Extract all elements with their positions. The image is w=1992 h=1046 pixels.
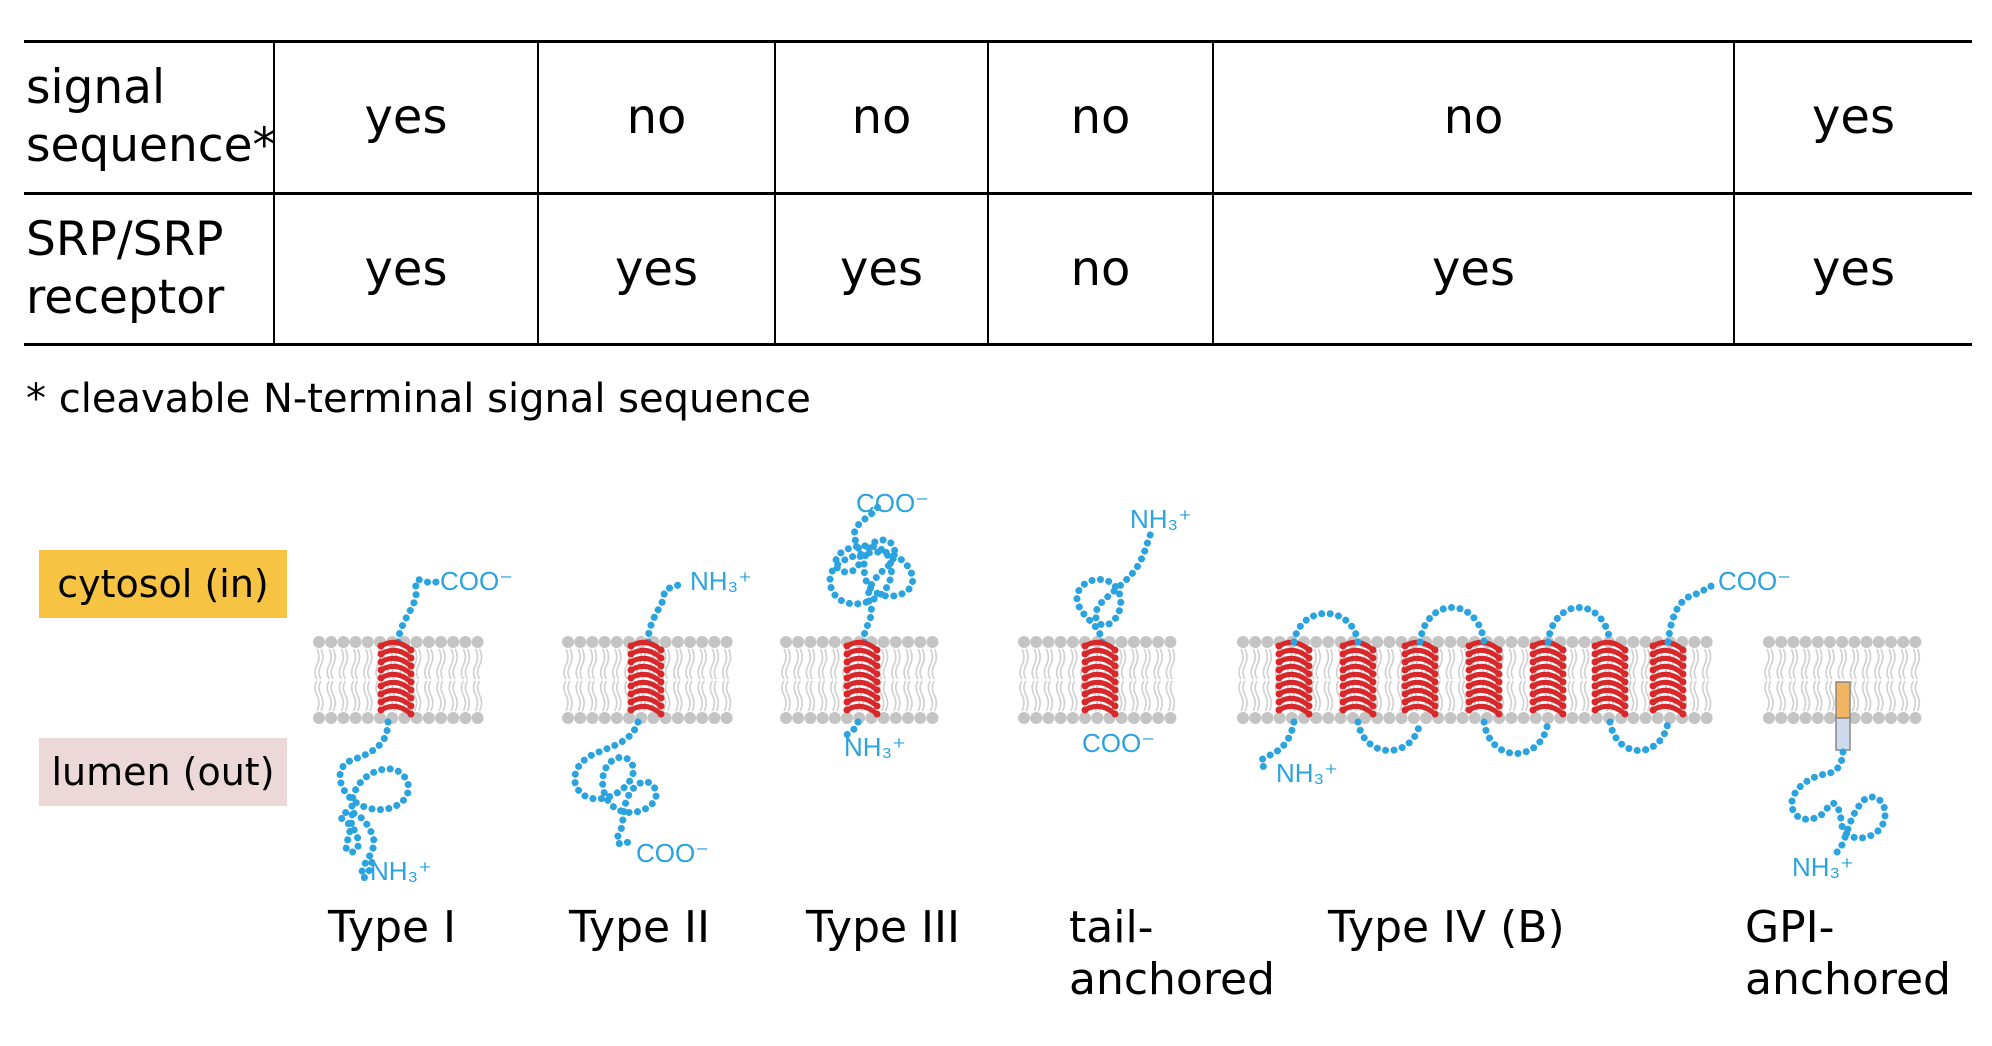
cell-type-i-signal: yes: [273, 41, 538, 193]
chain-type-iv-cyto-tail: [1664, 582, 1716, 646]
terminus-gpi-bottom: NH₃⁺: [1792, 852, 1854, 882]
gpi-anchor-upper: [1835, 681, 1851, 719]
helix-type-iv-2: [1339, 639, 1377, 718]
terminus-tail-anchored-bottom: COO⁻: [1082, 728, 1155, 758]
helix-type-iv-3: [1401, 639, 1439, 718]
chain-type-i-lumen: [336, 718, 412, 882]
label-gpi-anchored: GPI- anchored: [1745, 902, 1951, 1005]
cell-gpi-signal: yes: [1733, 41, 1972, 193]
label-tail-anchored: tail- anchored: [1069, 902, 1275, 1005]
helix-type-iv-5: [1529, 639, 1567, 718]
chain-type-ii-lumen: [571, 718, 660, 848]
terminus-type-i-top: COO⁻: [440, 566, 513, 596]
chain-type-iv-lumen-tail: [1257, 718, 1298, 774]
cell-type-iii-signal: no: [774, 41, 988, 193]
chain-type-i-cyto: [394, 576, 440, 646]
helix-type-iv-7: [1649, 639, 1687, 718]
terminus-type-iv-top: COO⁻: [1718, 566, 1791, 596]
cell-type-ii-signal: no: [537, 41, 775, 193]
helix-type-ii: [627, 639, 665, 718]
cytosol-label: cytosol (in): [39, 550, 287, 618]
chain-type-iv-loop-1: [1290, 610, 1362, 646]
helix-type-i: [377, 639, 415, 718]
label-type-iii: Type III: [806, 902, 960, 953]
chain-gpi-lumen: [1788, 748, 1889, 860]
label-type-iv-b: Type IV (B): [1328, 902, 1565, 953]
helix-type-iv-4: [1465, 639, 1503, 718]
cell-type-i-srp: yes: [273, 193, 538, 345]
terminus-type-iv-bottom: NH₃⁺: [1276, 758, 1338, 788]
gpi-anchor-lower: [1835, 717, 1851, 751]
terminus-type-ii-top: NH₃⁺: [690, 566, 752, 596]
terminus-type-iii-top: COO⁻: [856, 488, 929, 518]
cell-type-ii-srp: yes: [537, 193, 775, 345]
membrane-gpi: [1763, 636, 1922, 724]
membrane-type-iii: [780, 636, 939, 724]
cell-tail-anchored-srp: no: [987, 193, 1213, 345]
cell-type-iv-signal: no: [1212, 41, 1734, 193]
chain-type-iv-loop-5: [1480, 718, 1552, 757]
cell-gpi-srp: yes: [1733, 193, 1972, 345]
terminus-type-ii-bottom: COO⁻: [636, 838, 709, 868]
helix-type-iii: [843, 639, 881, 718]
chain-type-iv-loop-6: [1606, 718, 1672, 754]
cell-type-iii-srp: yes: [774, 193, 988, 345]
helix-tail-anchored: [1081, 639, 1119, 718]
label-type-ii: Type II: [569, 902, 711, 953]
label-type-i: Type I: [328, 902, 457, 953]
helix-type-iv-6: [1591, 639, 1629, 718]
chain-type-iv-loop-4: [1354, 718, 1424, 754]
terminus-tail-anchored-top: NH₃⁺: [1130, 504, 1192, 534]
chain-type-ii-cyto: [644, 578, 688, 646]
terminus-type-iii-bottom: NH₃⁺: [844, 732, 906, 762]
footnote: * cleavable N-terminal signal sequence: [26, 376, 811, 422]
chain-tail-anchored-cyto: [1073, 524, 1158, 646]
terminus-type-i-bottom: NH₃⁺: [370, 856, 432, 886]
chain-type-iii-lumen: [838, 718, 862, 742]
lumen-label: lumen (out): [39, 738, 287, 806]
chain-type-iii-cyto: [826, 496, 917, 646]
chain-type-iv-loop-3: [1544, 604, 1614, 646]
helix-type-iv-1: [1275, 639, 1313, 718]
membrane-tail-anchored: [1018, 636, 1177, 724]
cell-tail-anchored-signal: no: [987, 41, 1213, 193]
cell-type-iv-srp: yes: [1212, 193, 1734, 345]
chain-type-iv-loop-2: [1416, 604, 1488, 646]
